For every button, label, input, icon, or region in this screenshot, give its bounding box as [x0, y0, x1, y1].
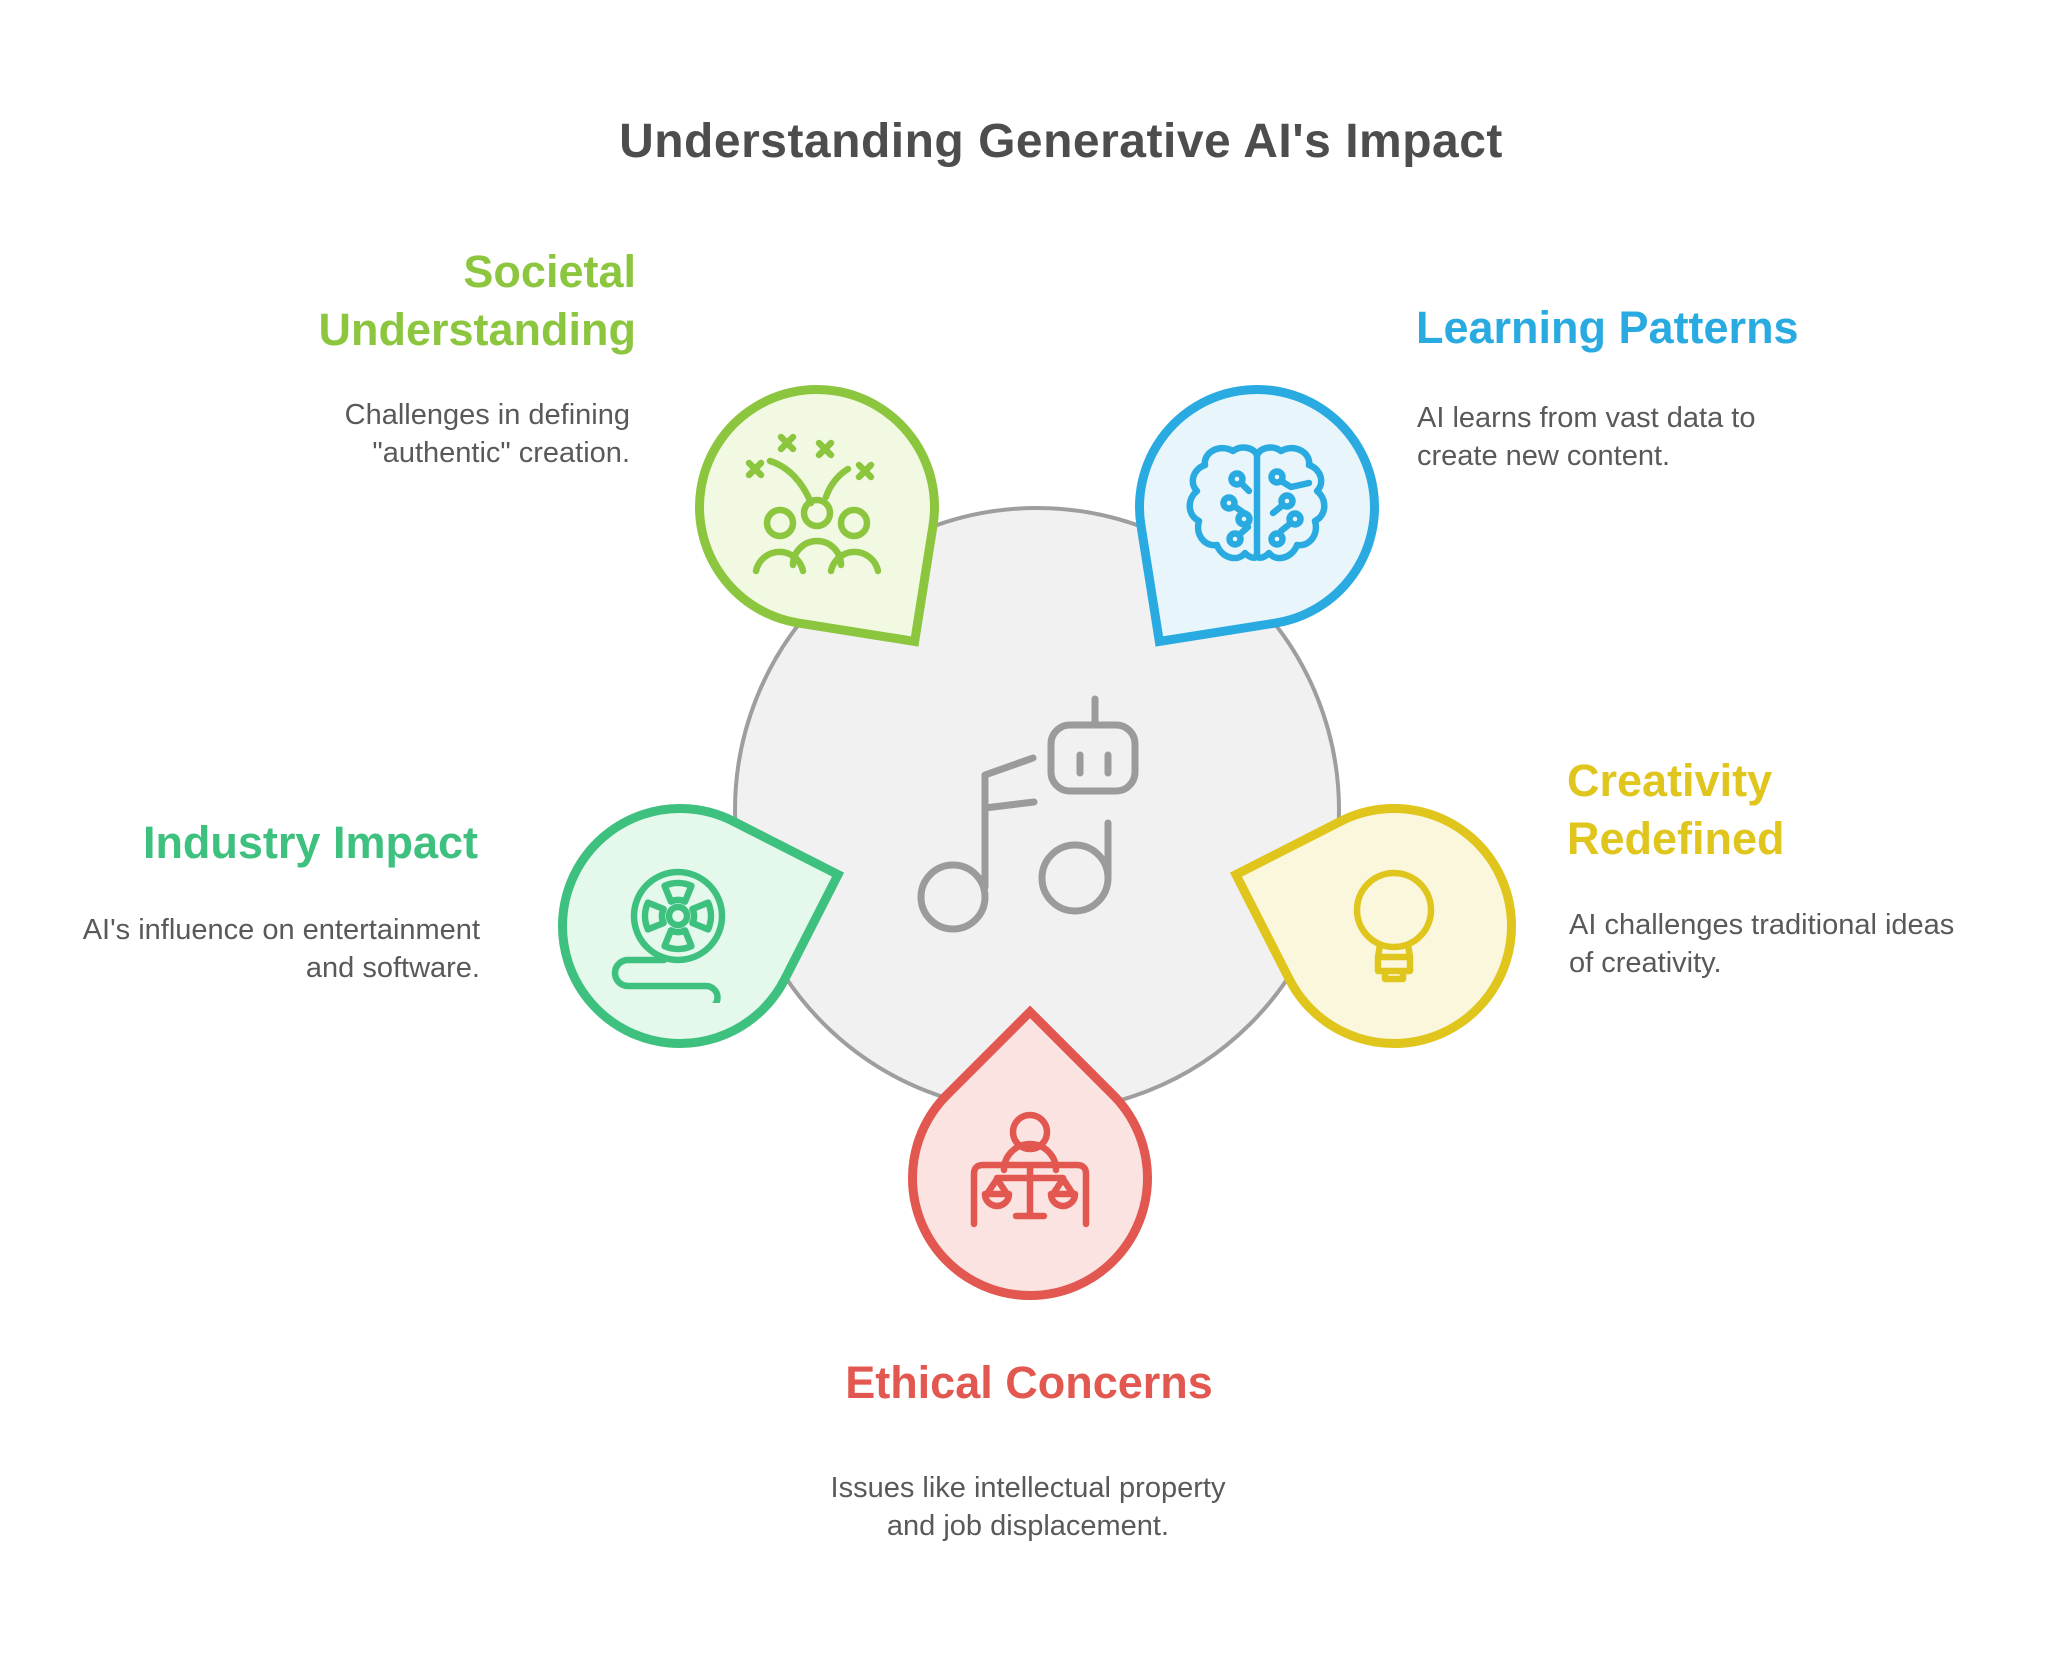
description-line: AI learns from vast data to	[1417, 402, 1756, 434]
page-title: Understanding Generative AI's Impact	[619, 115, 1503, 168]
robot-music-note-icon	[917, 695, 1139, 933]
label-line: Learning Patterns	[1416, 302, 1799, 353]
celebration-people-icon	[745, 433, 882, 575]
label-line: Creativity	[1567, 755, 1773, 806]
ai-brain-icon	[1186, 444, 1328, 562]
description-line: and software.	[305, 952, 480, 984]
description-line: "authentic" creation.	[372, 437, 630, 469]
label-line: Ethical Concerns	[845, 1357, 1213, 1408]
lightbulb-icon	[1353, 869, 1435, 983]
node-description-societal-understanding: Challenges in defining "authentic" creat…	[180, 396, 630, 472]
description-line: AI challenges traditional ideas	[1569, 909, 1955, 941]
node-label-ethical-concerns: Ethical Concerns	[779, 1354, 1279, 1412]
node-description-industry-impact: AI's influence on entertainment and soft…	[20, 911, 480, 987]
justice-scales-icon	[970, 1111, 1090, 1228]
film-reel-icon	[611, 868, 726, 1003]
label-line: Understanding	[318, 304, 636, 355]
description-line: create new content.	[1417, 440, 1671, 472]
node-label-learning-patterns: Learning Patterns	[1416, 299, 1976, 357]
node-description-creativity-redefined: AI challenges traditional ideas of creat…	[1569, 906, 2039, 982]
description-line: Issues like intellectual property	[830, 1472, 1226, 1504]
node-description-learning-patterns: AI learns from vast data to create new c…	[1417, 399, 1847, 475]
label-line: Industry Impact	[142, 817, 478, 868]
description-line: AI's influence on entertainment	[82, 914, 480, 946]
label-line: Redefined	[1567, 813, 1785, 864]
description-line: of creativity.	[1569, 947, 1722, 979]
node-label-societal-understanding: Societal Understanding	[196, 243, 636, 359]
node-description-ethical-concerns: Issues like intellectual property and jo…	[778, 1469, 1278, 1545]
node-label-industry-impact: Industry Impact	[38, 814, 478, 872]
description-line: and job displacement.	[886, 1510, 1170, 1542]
label-line: Societal	[463, 246, 636, 297]
description-line: Challenges in defining	[344, 399, 630, 431]
node-label-creativity-redefined: Creativity Redefined	[1567, 752, 1997, 868]
